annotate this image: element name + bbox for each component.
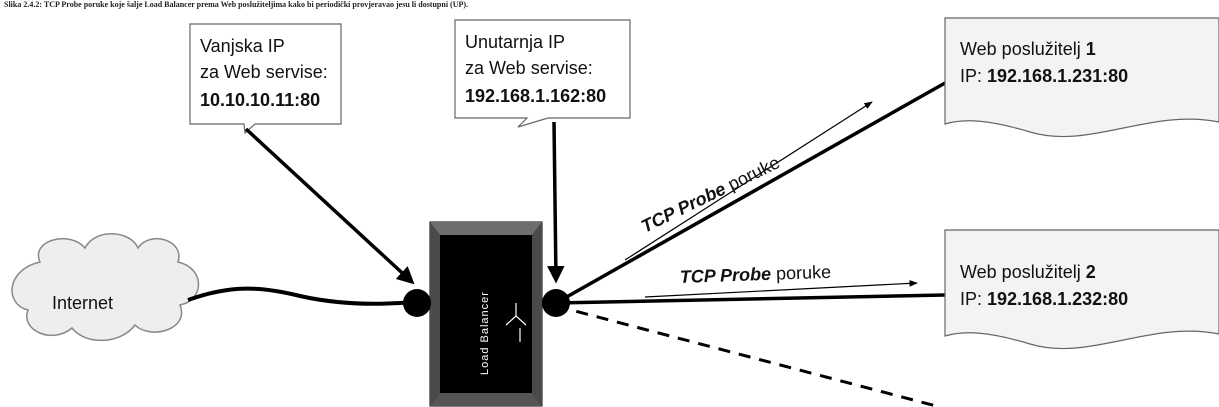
internal-ip-pointer-arrow	[547, 121, 565, 284]
external-ip-value: 10.10.10.11:80	[200, 90, 320, 110]
load-balancer-label: Load Balancer	[479, 291, 491, 375]
external-ip-pointer-arrow	[244, 127, 415, 285]
probe-label-2: TCP Probe poruke	[679, 262, 831, 287]
probe-label-1: TCP Probe poruke	[638, 152, 783, 236]
server-2-name: Web poslužitelj 2	[960, 262, 1096, 282]
server-1-name: Web poslužitelj 1	[960, 39, 1096, 59]
external-ip-callout: Vanjska IP za Web servise: 10.10.10.11:8…	[189, 23, 342, 135]
internet-label: Internet	[52, 293, 113, 313]
internet-connection-line	[187, 286, 416, 306]
web-server-1: Web poslužitelj 1 IP: 192.168.1.231:80	[944, 17, 1219, 138]
internal-ip-callout: Unutarnja IP za Web servise: 192.168.1.1…	[454, 19, 631, 128]
internal-ip-line2: za Web servise:	[465, 58, 593, 78]
internet-cloud: Internet	[11, 233, 200, 342]
connection-server-2	[555, 293, 946, 305]
server-2-ip: IP: 192.168.1.232:80	[960, 289, 1128, 309]
distribution-icon	[505, 303, 527, 342]
server-1-ip: IP: 192.168.1.231:80	[960, 66, 1128, 86]
connection-more-servers	[555, 304, 941, 407]
web-server-2: Web poslužitelj 2 IP: 192.168.1.232:80	[944, 229, 1219, 350]
external-ip-line1: Vanjska IP	[200, 36, 285, 56]
probe-arrow-1	[624, 101, 873, 261]
probe-arrow-2	[644, 280, 918, 298]
internal-ip-value: 192.168.1.162:80	[465, 86, 606, 106]
internal-ip-line1: Unutarnja IP	[465, 32, 565, 52]
connection-server-1	[555, 81, 946, 305]
figure-caption: Slika 2.4.2: TCP Probe poruke koje šalje…	[4, 0, 469, 9]
load-balancer-device: Load Balancer	[429, 221, 543, 407]
external-ip-line2: za Web servise:	[200, 62, 328, 82]
external-port	[403, 289, 431, 317]
